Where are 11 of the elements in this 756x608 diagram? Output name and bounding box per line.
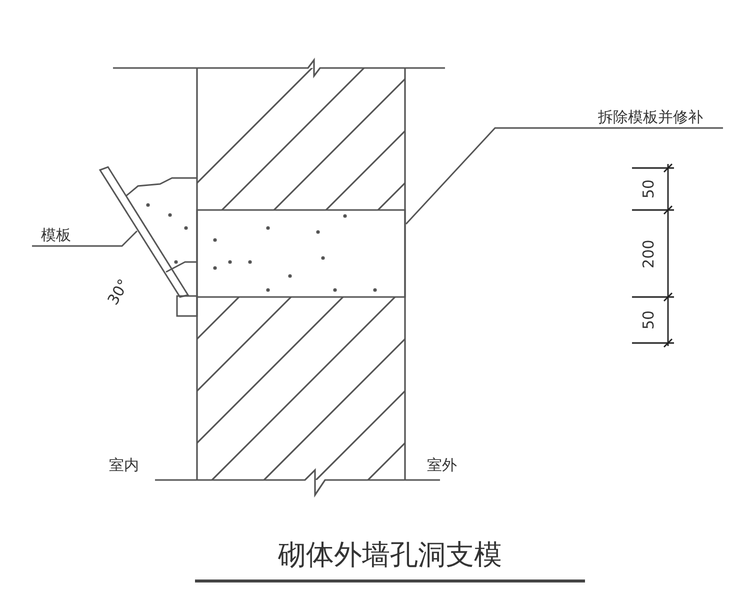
- dimension-label: 50: [639, 179, 658, 199]
- dimension-label: 200: [638, 240, 657, 268]
- callout-text: 模板: [32, 224, 80, 246]
- room-label: 室外: [427, 456, 457, 474]
- drawing-title: 砌体外墙孔洞支模: [278, 538, 502, 572]
- room-label: 室内: [109, 456, 139, 474]
- leader-line: [32, 230, 138, 247]
- callout-text: 拆除模板并修补: [578, 106, 723, 128]
- leader-line: [405, 127, 723, 225]
- dimension-label: 50: [639, 310, 658, 330]
- angle-label: 30°: [103, 276, 132, 308]
